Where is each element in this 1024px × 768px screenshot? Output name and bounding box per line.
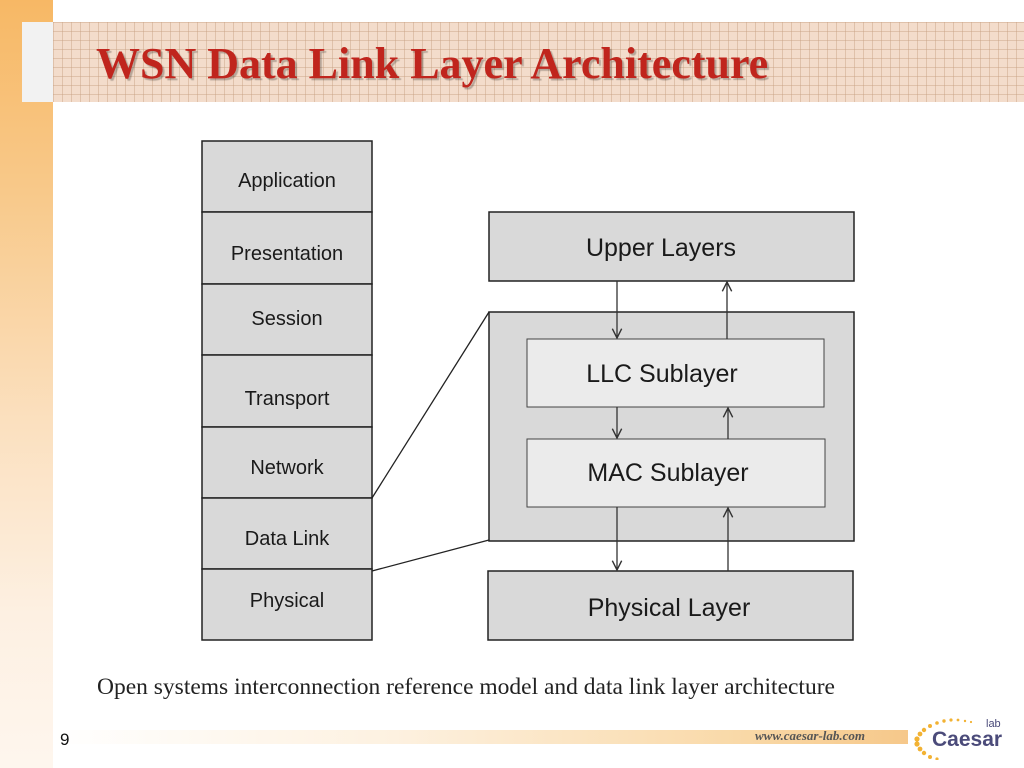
- dll-architecture: Upper Layers LLC Sublayer MAC Sublayer P…: [487, 211, 855, 641]
- caesar-lab-logo: Caesar lab: [910, 716, 1020, 760]
- logo-wordmark: Caesar: [932, 728, 1003, 751]
- flow-arrows: [617, 281, 728, 571]
- osi-layer-session: Session: [201, 283, 373, 356]
- title-band: [53, 22, 1024, 102]
- osi-layer-label: Application: [238, 170, 336, 192]
- upper-layers-box: Upper Layers: [488, 211, 855, 282]
- slide-title: WSN Data Link Layer Architecture: [96, 39, 769, 88]
- osi-layer-physical: Physical: [201, 568, 373, 641]
- physical-layer-label: Physical Layer: [588, 594, 751, 622]
- logo-swoosh-icon: [914, 718, 973, 760]
- osi-layer-data-link: Data Link: [201, 497, 373, 570]
- left-notch: [22, 22, 53, 102]
- osi-layer-label: Network: [250, 457, 324, 479]
- page-number: 9: [60, 730, 70, 749]
- footer-band: [53, 730, 908, 744]
- osi-layer-transport: Transport: [201, 354, 373, 428]
- osi-layer-label: Data Link: [245, 528, 330, 550]
- osi-layer-presentation: Presentation: [201, 211, 373, 285]
- figure-caption: Open systems interconnection reference m…: [97, 674, 835, 700]
- physical-layer-box: Physical Layer: [487, 570, 854, 641]
- zoom-connector-lines: [371, 311, 490, 572]
- osi-layer-label: Transport: [245, 388, 330, 410]
- website-link[interactable]: www.caesar-lab.com: [755, 728, 866, 743]
- osi-layer-application: Application: [201, 140, 373, 213]
- zoom-line-bottom: [371, 539, 490, 572]
- logo-lab-text: lab: [986, 718, 1001, 730]
- llc-sublayer-label: LLC Sublayer: [586, 360, 737, 388]
- osi-layer-network: Network: [201, 426, 373, 499]
- mac-sublayer-label: MAC Sublayer: [587, 459, 748, 487]
- left-gradient-bar: [0, 0, 53, 768]
- osi-stack: Application Presentation Session Transpo…: [201, 140, 373, 641]
- osi-layer-label: Presentation: [231, 243, 343, 265]
- llc-sublayer-box: LLC Sublayer: [526, 338, 825, 408]
- osi-layer-label: Physical: [250, 590, 324, 612]
- mac-sublayer-box: MAC Sublayer: [526, 438, 826, 508]
- upper-layers-label: Upper Layers: [586, 234, 736, 262]
- zoom-line-top: [371, 311, 490, 499]
- osi-layer-label: Session: [251, 308, 322, 330]
